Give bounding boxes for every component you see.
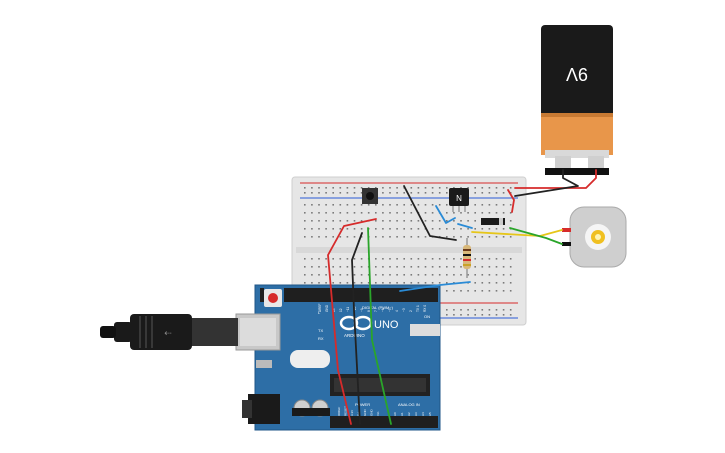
pin-label: A1: [400, 412, 404, 416]
pin-label: IOREF: [337, 407, 341, 416]
regulator: [256, 360, 272, 368]
battery-terminal-neg: [555, 156, 571, 170]
pin-label: 13: [332, 308, 336, 312]
digital-label: DIGITAL (PWM~): [362, 305, 394, 310]
pin-label: 5V: [357, 412, 361, 416]
center-channel: [296, 247, 522, 253]
pin-label: ~3: [402, 308, 406, 312]
digital-header: [260, 288, 438, 302]
wire-green-analog[interactable]: [367, 227, 392, 425]
transistor[interactable]: N: [449, 188, 469, 212]
diode[interactable]: [481, 218, 505, 225]
dc-motor[interactable]: [562, 206, 627, 268]
pin-label: 7: [374, 310, 378, 312]
pin-label: ~5: [388, 308, 392, 312]
arduino-brand: UNO: [374, 319, 399, 331]
pin-label: ~10: [353, 306, 357, 312]
battery-terminal-pos: [588, 156, 604, 170]
battery-9v[interactable]: 9V: [541, 25, 613, 175]
wire-battery-red[interactable]: [514, 169, 597, 189]
pin-label: Vin: [376, 411, 380, 416]
pin-label: RX 0: [423, 305, 427, 312]
pin-label: 4: [395, 310, 399, 312]
pin-label: ~9: [360, 308, 364, 312]
pin-label: GND: [363, 409, 367, 417]
power-label: POWER: [355, 402, 370, 407]
pin-label: TX 1: [416, 305, 420, 312]
pin-label: ~11: [346, 307, 350, 312]
crystal: [290, 350, 330, 368]
wire-red-jumper[interactable]: [507, 189, 515, 213]
pin-label: GND: [370, 409, 374, 417]
l-label: L: [318, 310, 321, 315]
pin-label: ~6: [381, 308, 385, 312]
wires: [327, 169, 597, 425]
pin-label: AREF: [318, 303, 322, 312]
pin-label: A4: [421, 412, 425, 416]
wire-black-gnd[interactable]: [351, 232, 363, 425]
transistor-label: N: [456, 194, 462, 203]
wire-blue-pin[interactable]: [399, 281, 471, 292]
on-label: ON: [424, 314, 430, 319]
pushbutton[interactable]: [362, 188, 378, 204]
tx-label: TX: [318, 328, 323, 333]
power-analog-header: [330, 416, 438, 428]
reset-button[interactable]: [264, 289, 282, 307]
power-jack: [242, 394, 280, 424]
pin-label: A0: [393, 412, 397, 416]
wire-blue-short[interactable]: [457, 223, 473, 229]
motor-terminal-red: [562, 228, 571, 232]
wire-green-motor[interactable]: [509, 227, 563, 245]
pin-label: 8: [367, 310, 371, 312]
motor-terminal-black: [562, 242, 571, 246]
usb-cable[interactable]: ⇠: [100, 314, 238, 350]
pin-label: RESET: [344, 406, 348, 416]
pin-label: 2: [409, 310, 413, 312]
pin-label: GND: [325, 304, 329, 312]
wire-black-jumper[interactable]: [403, 185, 457, 241]
wire-blue-transistor[interactable]: [435, 205, 456, 224]
analog-label: ANALOG IN: [398, 402, 420, 407]
pin-label: 12: [339, 308, 343, 312]
arduino-board[interactable]: UNO ARDUINO DIGITAL (PWM~) POWER ANALOG …: [235, 284, 441, 431]
wire-battery-black[interactable]: [514, 169, 579, 197]
pin-label: 3.3V: [350, 410, 354, 416]
capacitors: [292, 399, 330, 417]
pin-label: A3: [414, 412, 418, 416]
pin-label: A5: [428, 412, 432, 416]
pin-label: A2: [407, 412, 411, 416]
wire-red-pin[interactable]: [327, 218, 377, 425]
battery-label: 9V: [566, 64, 588, 84]
usb-symbol-icon: ⇠: [164, 328, 172, 338]
usb-port: [235, 313, 281, 351]
rx-label: RX: [318, 336, 324, 341]
icsp-header: [410, 324, 440, 336]
resistor[interactable]: [463, 238, 471, 278]
